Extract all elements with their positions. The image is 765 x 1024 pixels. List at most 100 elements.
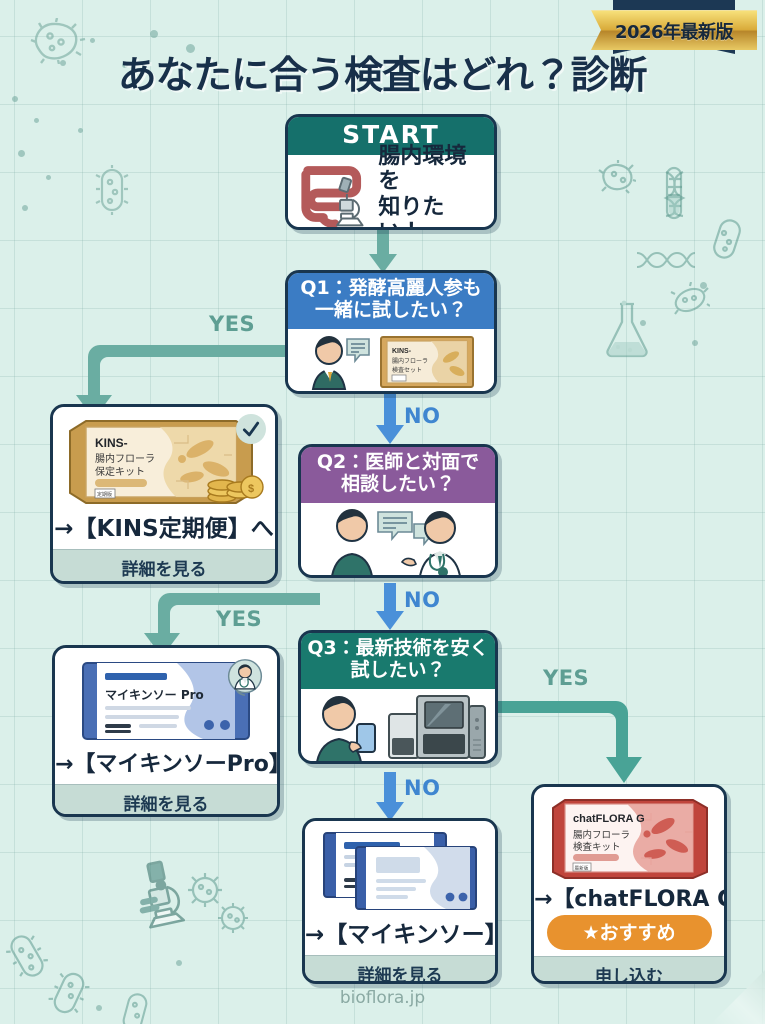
result-kins-image: KINS- 腸内フローラ 保定キット 定期版 $: [53, 407, 275, 507]
doctor-bubble-icon: [225, 658, 265, 698]
decorative-dot: [12, 96, 18, 102]
decorative-dot: [122, 62, 128, 68]
bacteria-icon: [598, 160, 636, 194]
node-q1[interactable]: Q1：発酵高麗人参も 一緒に試したい？: [285, 270, 497, 394]
edge-label-q2-no: NO: [404, 588, 441, 612]
node-start-header: START: [288, 117, 494, 155]
node-q2-header: Q2：医師と対面で 相談したい？: [301, 447, 495, 503]
node-q1-header: Q1：発酵高麗人参も 一緒に試したい？: [288, 273, 494, 329]
node-start[interactable]: START 腸内環境を 知りたい！: [285, 114, 497, 230]
person-speech-icon: [311, 335, 370, 390]
microscope-icon: [111, 854, 194, 939]
svg-text:chatFLORA G: chatFLORA G: [573, 813, 645, 825]
bacteria-icon: [95, 165, 129, 215]
page-title: あなたに合う検査はどれ？診断: [118, 53, 647, 97]
svg-text:最新版: 最新版: [575, 864, 589, 871]
svg-text:KINS-: KINS-: [95, 436, 128, 450]
result-kins[interactable]: KINS- 腸内フローラ 保定キット 定期版 $ →【KINS定期便】へ: [50, 404, 278, 584]
svg-text:定期版: 定期版: [97, 491, 112, 498]
connector-q1-no: [376, 393, 404, 444]
decorative-dot: [18, 150, 25, 157]
svg-text:保定キット: 保定キット: [95, 465, 145, 478]
svg-text:腸内フローラ: 腸内フローラ: [573, 829, 630, 841]
bacteria-icon: [28, 18, 86, 64]
bacteria-icon: [710, 215, 744, 263]
badge-label: 2026年最新版: [614, 21, 734, 43]
result-kins-label: →【KINS定期便】へ: [54, 516, 274, 542]
decorative-dot: [90, 38, 95, 43]
result-chatflora-image: chatFLORA G 腸内フローラ 検査キット 最新版: [534, 787, 724, 879]
chatflora-product-box-icon: chatFLORA G 腸内フローラ 検査キット 最新版: [552, 799, 708, 879]
svg-text:腸内フローラ: 腸内フローラ: [392, 357, 428, 365]
decorative-dot: [692, 340, 698, 346]
decorative-dot: [22, 205, 28, 211]
svg-text:検査セット: 検査セット: [392, 366, 422, 374]
node-q1-body: KINS- 腸内フローラ 検査セット: [288, 328, 494, 391]
edge-label-q3-yes: YES: [543, 666, 590, 690]
result-chatflora-footer[interactable]: 申し込む: [534, 956, 724, 981]
page-title-wrap: あなたに合う検査はどれ？診断: [0, 44, 765, 99]
virus-icon: [215, 900, 251, 936]
intestine-microscope-icon: [301, 165, 364, 227]
svg-text:KINS-: KINS-: [392, 348, 412, 355]
analyzer-machine-icon: [388, 694, 486, 759]
decorative-dot: [186, 44, 195, 53]
bacteria-icon: [0, 925, 55, 987]
decorative-dot: [78, 128, 83, 133]
decorative-dot: [46, 175, 51, 180]
connector-q3-no: [376, 772, 404, 821]
patient-doctor-icon: [331, 508, 461, 575]
svg-text:$: $: [248, 483, 254, 495]
node-q2-body: [301, 502, 495, 575]
result-kins-footer[interactable]: 詳細を見る: [53, 549, 275, 581]
badge-ribbon: 2026年最新版: [591, 10, 757, 50]
node-q3-body: [301, 688, 495, 761]
edge-label-q2-yes: YES: [216, 607, 263, 631]
svg-text:検査キット: 検査キット: [573, 841, 621, 853]
edge-label-q1-yes: YES: [209, 312, 256, 336]
watermark: bioflora.jp: [339, 988, 426, 1008]
result-mykinso-pro[interactable]: マイキンソー Pro →【マイキンソーPro】へ 詳細を見る: [52, 645, 280, 817]
result-chatflora-label: →【chatFLORA G】: [534, 887, 724, 912]
decorative-dot: [176, 960, 182, 966]
recommend-badge: ★おすすめ: [546, 915, 712, 950]
decorative-dot: [700, 282, 707, 289]
svg-text:マイキンソー Pro: マイキンソー Pro: [105, 688, 204, 702]
mykinso-pro-report-icon: マイキンソー Pro: [82, 662, 250, 740]
bacteria-icon: [43, 963, 95, 1023]
edge-label-q3-no: NO: [404, 776, 441, 800]
person-smartphone-icon: [316, 695, 376, 761]
connector-q3-yes: [498, 701, 642, 783]
node-start-text: 腸内環境を 知りたい！: [378, 144, 467, 227]
check-icon: [236, 414, 266, 444]
virus-icon: [185, 870, 225, 910]
decorative-dot: [96, 1005, 102, 1011]
dna-strand-icon: [635, 250, 697, 270]
result-pro-footer[interactable]: 詳細を見る: [55, 784, 277, 814]
result-mykinso-image: [305, 821, 495, 913]
kins-box-coins-icon: KINS- 腸内フローラ 保定キット 定期版 $: [69, 420, 264, 504]
connector-q2-no: [376, 583, 404, 630]
latest-version-badge: 2026年最新版: [591, 0, 757, 68]
mykinso-report-cards-icon: [323, 832, 477, 910]
result-mykinso-label: →【マイキンソー】: [305, 922, 498, 948]
decorative-dot: [34, 118, 39, 123]
result-pro-label: →【マイキンソーPro】へ: [55, 752, 277, 777]
node-start-body: 腸内環境を 知りたい！: [288, 144, 494, 227]
node-q3-header: Q3：最新技術を安く 試したい？: [301, 633, 495, 689]
result-mykinso-footer[interactable]: 詳細を見る: [305, 955, 495, 981]
flask-icon: [600, 300, 654, 360]
edge-label-q1-no: NO: [404, 404, 441, 428]
bacteria-icon: [115, 987, 155, 1024]
node-q3[interactable]: Q3：最新技術を安く 試したい？: [298, 630, 498, 764]
node-q2[interactable]: Q2：医師と対面で 相談したい？: [298, 444, 498, 578]
decorative-dot: [60, 60, 66, 66]
connector-start-to-q1: [369, 228, 397, 273]
decorative-dot: [150, 30, 158, 38]
result-mykinso[interactable]: →【マイキンソー】 詳細を見る: [302, 818, 498, 984]
result-chatflora[interactable]: chatFLORA G 腸内フローラ 検査キット 最新版 →【chatFLORA…: [531, 784, 727, 984]
decorative-dot: [640, 320, 646, 326]
svg-text:腸内フローラ: 腸内フローラ: [95, 452, 155, 465]
test-tube-icon: [663, 165, 685, 221]
